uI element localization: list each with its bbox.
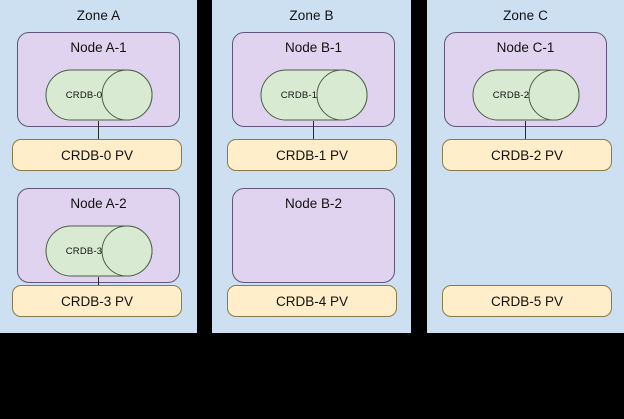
zone-title-c: Zone C xyxy=(503,8,548,23)
zone-title-b: Zone B xyxy=(289,8,334,23)
node-a-1-label: Node A-1 xyxy=(70,40,127,55)
node-b-2[interactable]: Node B-2 xyxy=(232,188,395,283)
node-b-2-label: Node B-2 xyxy=(284,196,343,211)
database-label-crdb-3: CRDB-3 xyxy=(65,245,103,257)
node-a-2-label: Node A-2 xyxy=(70,196,127,211)
node-b-1[interactable]: Node B-1 CRDB-1 xyxy=(232,32,395,127)
node-c-1-label: Node C-1 xyxy=(496,40,555,55)
connector-crdb-2 xyxy=(525,121,526,140)
pv-crdb-2[interactable]: CRDB-2 PV xyxy=(442,139,612,171)
database-label-crdb-1: CRDB-1 xyxy=(280,89,318,101)
zone-title-a: Zone A xyxy=(76,8,121,23)
zone-panel-a[interactable]: Zone A Node A-1 CRDB-0 CRDB-0 PV Node A-… xyxy=(0,0,197,333)
node-a-1[interactable]: Node A-1 CRDB-0 xyxy=(17,32,180,127)
database-cylinder-crdb-0[interactable]: CRDB-0 xyxy=(45,69,153,121)
node-c-1[interactable]: Node C-1 CRDB-2 xyxy=(444,32,607,127)
connector-crdb-1 xyxy=(313,121,314,140)
pv-crdb-5[interactable]: CRDB-5 PV xyxy=(442,285,612,317)
node-a-2[interactable]: Node A-2 CRDB-3 xyxy=(17,188,180,283)
connector-crdb-0 xyxy=(98,121,99,140)
pv-crdb-0[interactable]: CRDB-0 PV xyxy=(12,139,182,171)
node-b-1-label: Node B-1 xyxy=(284,40,343,55)
zone-panel-b[interactable]: Zone B Node B-1 CRDB-1 CRDB-1 PV Node B-… xyxy=(212,0,411,333)
database-cylinder-crdb-3[interactable]: CRDB-3 xyxy=(45,225,153,277)
database-cylinder-crdb-1[interactable]: CRDB-1 xyxy=(260,69,368,121)
zone-panel-c[interactable]: Zone C Node C-1 CRDB-2 CRDB-2 PV CRDB-5 … xyxy=(427,0,624,333)
pv-crdb-3[interactable]: CRDB-3 PV xyxy=(12,285,182,317)
database-cylinder-crdb-2[interactable]: CRDB-2 xyxy=(472,69,580,121)
pv-crdb-4[interactable]: CRDB-4 PV xyxy=(227,285,397,317)
pv-crdb-1[interactable]: CRDB-1 PV xyxy=(227,139,397,171)
database-label-crdb-0: CRDB-0 xyxy=(65,89,103,101)
database-label-crdb-2: CRDB-2 xyxy=(492,89,530,101)
